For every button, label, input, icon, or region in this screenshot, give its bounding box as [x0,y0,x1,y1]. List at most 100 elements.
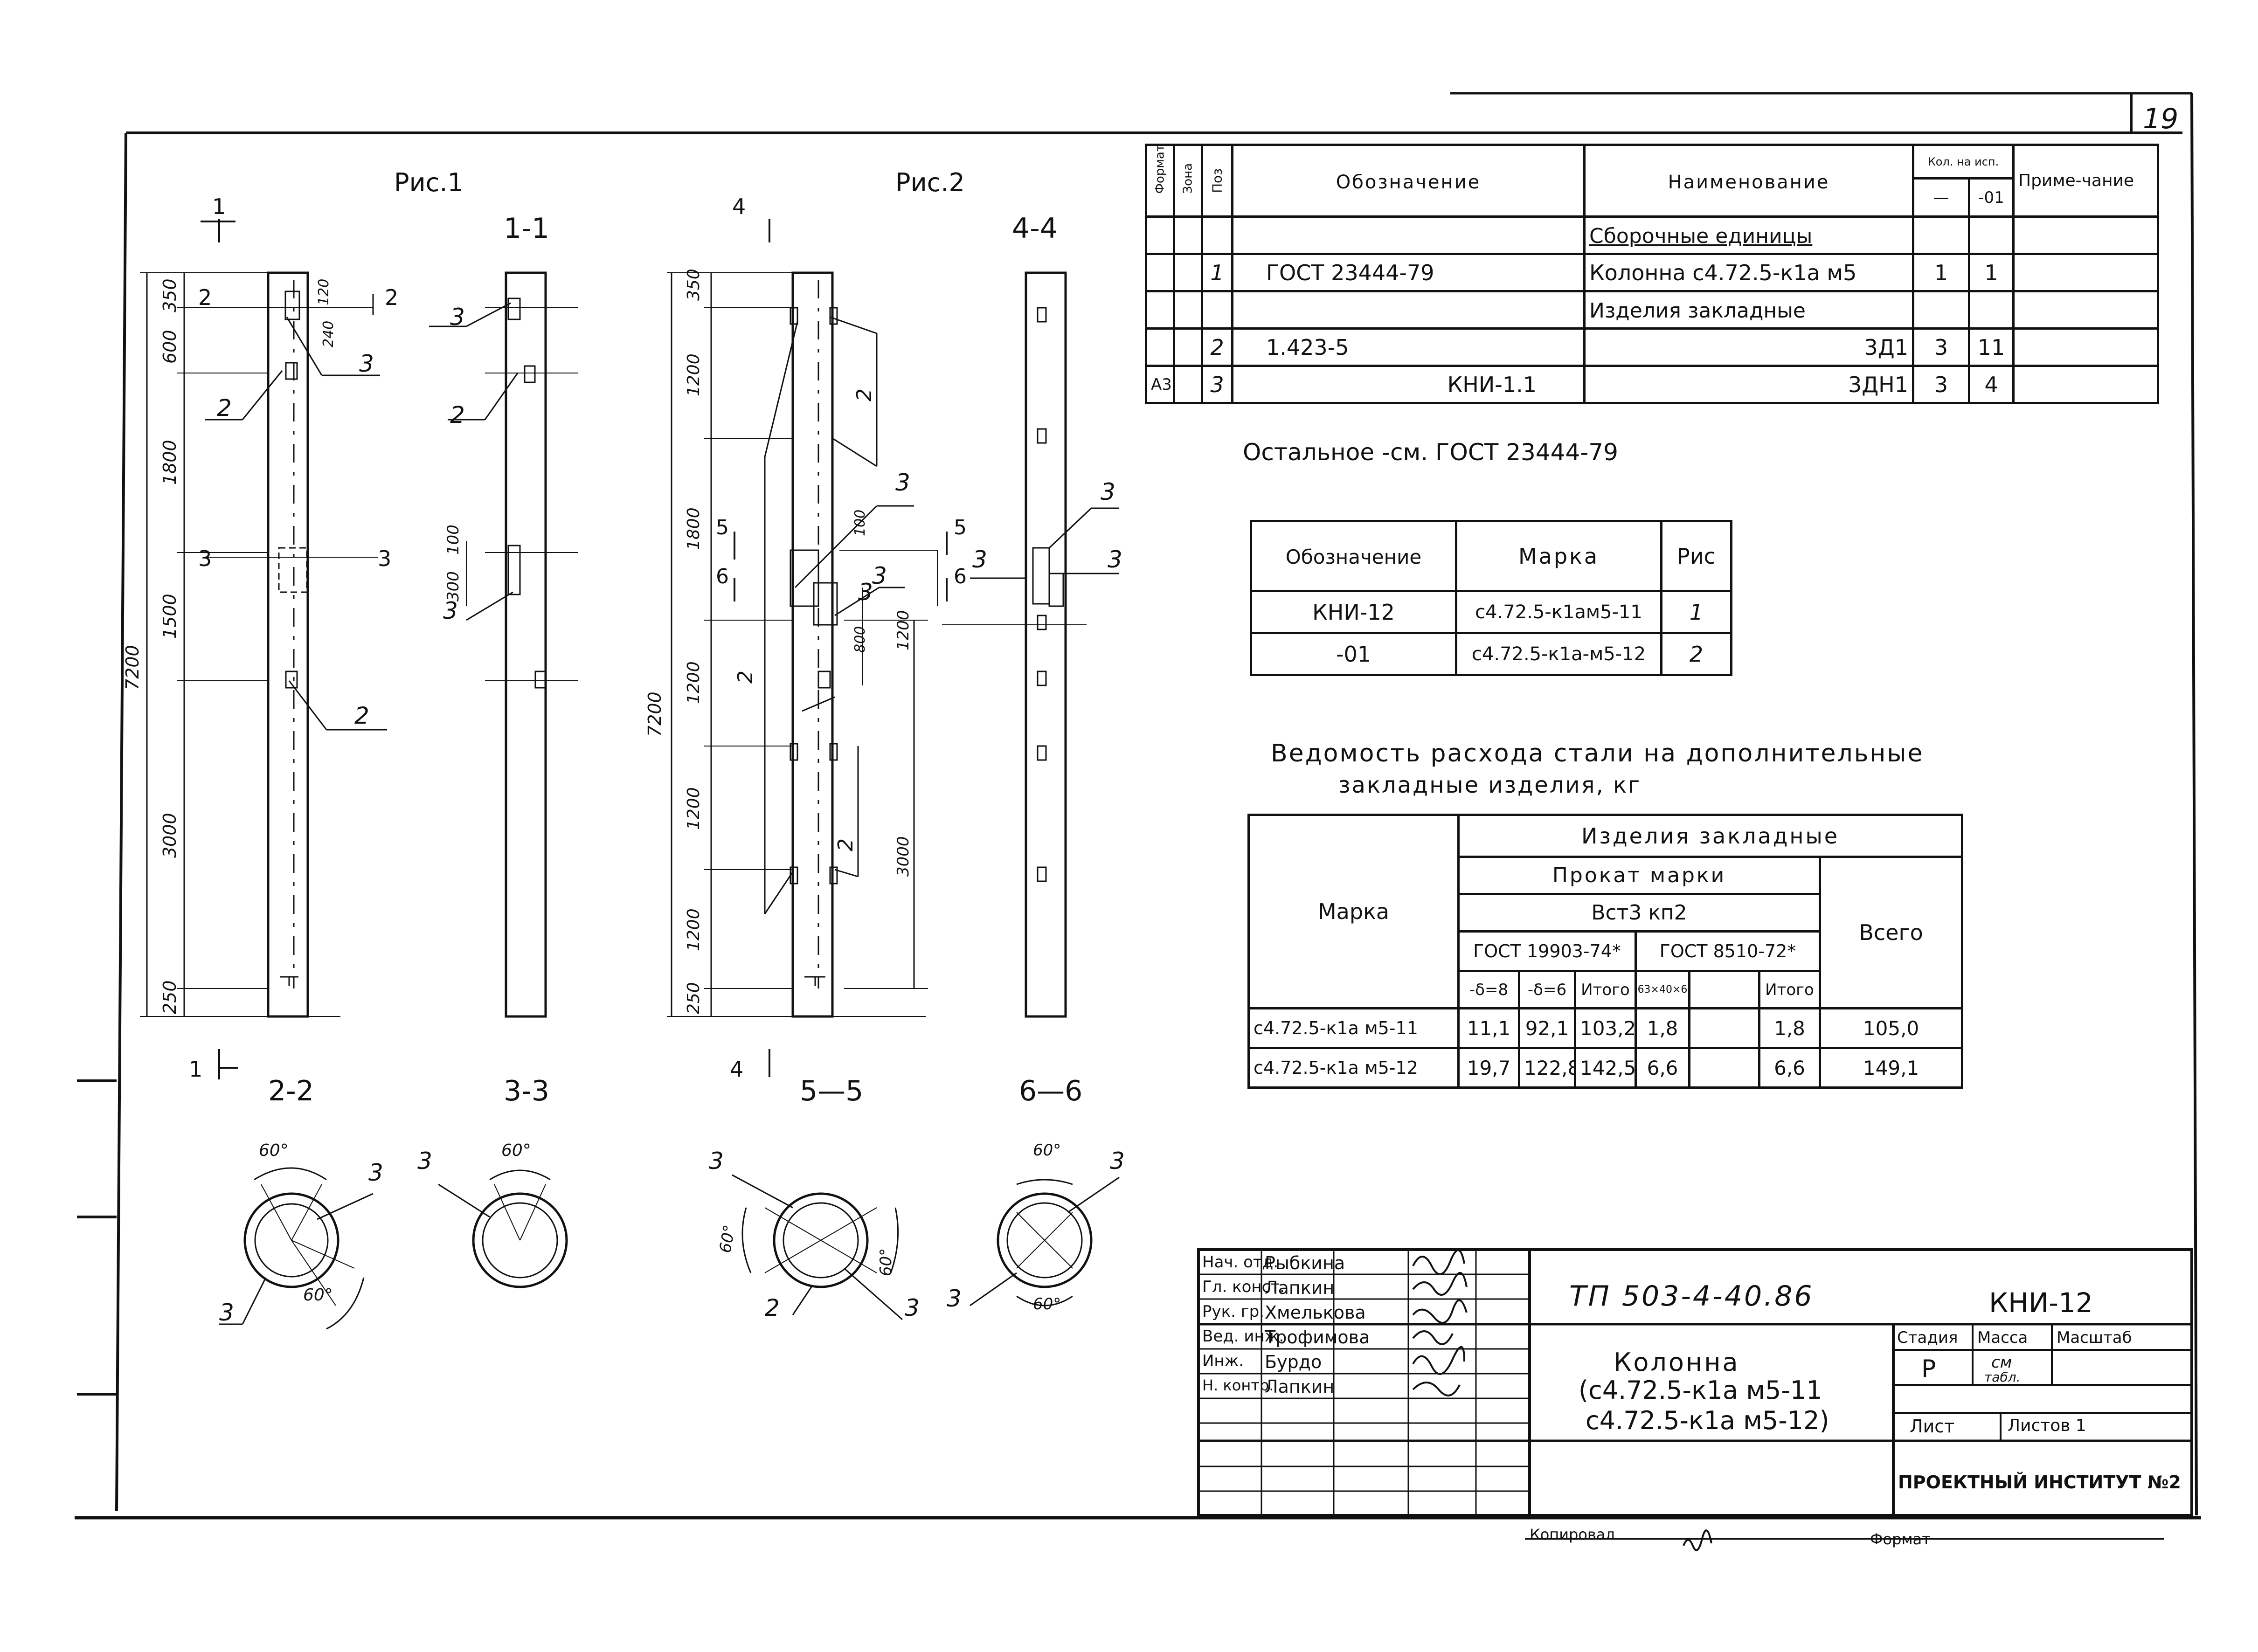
section-3-3-title: 3-3 [504,1075,549,1107]
stamp-role: Рук. гр. [1202,1302,1265,1321]
stamp-copied: Копировал [1530,1526,1615,1543]
stamp-org: ПРОЕКТНЫЙ ИНСТИТУТ №2 [1898,1472,2181,1493]
mark-designation: КНИ-12 [1312,599,1395,625]
section-6-6-title: 6—6 [1019,1075,1083,1107]
stamp-title-1: Колонна [1614,1348,1740,1377]
dim2-350: 350 [684,269,703,301]
dim2-800: 800 [852,626,868,653]
cut-mark-3-right: 3 [378,546,392,571]
stamp-format: Формат [1870,1530,1931,1548]
cut-mark-5-right: 5 [954,516,967,539]
spec-row: 2 1.423-5 3Д1 3 11 [1145,327,2159,367]
stamp-h-scale: Масштаб [2057,1328,2132,1347]
spec-format: А3 [1151,375,1172,394]
stamp-role: Вед. инж. [1202,1327,1284,1346]
fig2-column [667,219,948,1077]
spec-q0: 1 [1934,260,1948,285]
cut-mark-6-right: 6 [954,565,967,588]
steel-sub-angle: 63×40×6 [1637,984,1688,995]
dim2-3000: 3000 [894,836,913,877]
steel-row: с4.72.5-к1а м5-12 19,7 122,8 142,5 6,6 6… [1247,1047,1964,1089]
ring-6-6-callout-3a: 3 [1110,1147,1125,1175]
fig1-column [140,219,387,1079]
spec-table: Формат Зона Поз Обозначение Наименование… [1145,144,2159,404]
dim-1-1-100: 100 [444,525,463,555]
cut-mark-2-right: 2 [385,285,399,310]
spec-header-designation: Обозначение [1336,171,1481,193]
ring-6-6-angle-a: 60° [1033,1141,1061,1160]
stamp-title-2: (с4.72.5-к1а м5-11 [1579,1376,1822,1405]
ring-2-2-callout-3b: 3 [219,1299,234,1326]
cut-mark-5-left: 5 [716,516,729,539]
spec-section-embedded: Изделия закладные [1589,298,1806,323]
mark-row: КНИ-12 с4.72.5-к1ам5-11 1 [1250,590,1732,634]
ring-2-2-angle: 60° [259,1141,289,1160]
ring-5-5-callout-3a: 3 [709,1147,724,1175]
signature-marks [1412,1249,1712,1551]
spec-header-q0: — [1933,188,1949,207]
spec-pos: 3 [1210,372,1224,397]
spec-header-format: Формат [1153,145,1167,194]
page-number: 19 [2143,103,2179,135]
spec-name: 3ДН1 [1848,372,1908,397]
dim-1800: 1800 [159,440,180,485]
section-2-2-title: 2-2 [268,1075,314,1107]
mark-table: Обозначение Марка Рис КНИ-12 с4.72.5-к1а… [1250,520,1732,676]
mark-fig: 2 [1689,641,1704,667]
stamp-name: Лапкин [1265,1376,1335,1397]
cut-mark-1-top: 1 [212,194,226,219]
cut-mark-2-left: 2 [198,285,212,310]
spec-designation: 1.423-5 [1266,334,1349,360]
dim-250: 250 [159,980,180,1014]
ring-5-5-callout-2: 2 [765,1294,780,1321]
ring-3-3-callout-3: 3 [417,1147,432,1175]
dim2-1200d: 1200 [684,908,703,951]
cut-mark-6-left: 6 [716,565,729,588]
section-1-1-title: 1-1 [504,212,549,245]
ring-2-2-callout-3a: 3 [368,1159,383,1186]
ring-5-5-angle-a: 60° [716,1223,740,1255]
dim2-1800: 1800 [684,507,703,550]
callout-fig1-2b: 2 [354,702,369,729]
mark-row: -01 с4.72.5-к1а-м5-12 2 [1250,632,1732,676]
stamp-name: Лапкин [1265,1278,1335,1298]
dim2-1200-inner: 1200 [894,610,913,650]
steel-v: 122,8 [1524,1056,1575,1079]
steel-v: 92,1 [1525,1016,1569,1040]
dim-240: 240 [320,320,337,347]
dim2-1200a: 1200 [684,353,703,396]
steel-header-gost2: ГОСТ 8510-72* [1659,941,1796,961]
steel-v: 19,7 [1467,1056,1511,1079]
callout-fig1-3: 3 [359,350,374,377]
cut-mark-3-left: 3 [198,546,212,571]
dim2-1200b: 1200 [684,661,703,704]
stamp-role: Н. контр. [1202,1376,1274,1394]
spec-name: Колонна с4.72.5-к1а м5 [1589,260,1857,285]
steel-v: 11,1 [1467,1016,1511,1040]
spec-row: 1 ГОСТ 23444-79 Колонна с4.72.5-к1а м5 1… [1145,253,2159,292]
steel-header-rolled: Прокат марки [1552,864,1726,887]
callout-4-4-3b: 3 [972,546,987,573]
dim-7200: 7200 [122,645,143,690]
stamp-doc-code: ТП 503-4-40.86 [1569,1280,1814,1313]
spec-header-name: Наименование [1668,171,1830,193]
stamp-name: Хмелькова [1265,1302,1366,1323]
section-4-4-title: 4-4 [1012,212,1058,245]
callout-fig2-3c: 3 [858,579,873,606]
mark-header-mark: Марка [1518,543,1600,569]
steel-v: 1,8 [1774,1016,1805,1040]
stamp-role: Гл. конст. [1202,1278,1285,1296]
stamp-doc-mark: КНИ-12 [1989,1287,2093,1319]
ring-sections [219,1167,1120,1330]
steel-title-line2: закладные изделия, кг [1338,772,1642,798]
stamp-name: Рыбкина [1265,1253,1345,1273]
rest-note: Остальное -см. ГОСТ 23444-79 [1243,439,1618,466]
spec-header-zone: Зона [1181,163,1195,194]
stamp-h-mass: Масса [1977,1328,2028,1347]
stamp-mass-1: см [1991,1353,2012,1372]
spec-section-assemblies: Сборочные единицы [1589,224,1813,248]
steel-v: 6,6 [1774,1056,1805,1079]
stamp-h-stage: Стадия [1897,1328,1958,1347]
callout-fig2-2a: 2 [852,388,876,401]
steel-sub-total1: Итого [1581,980,1630,999]
